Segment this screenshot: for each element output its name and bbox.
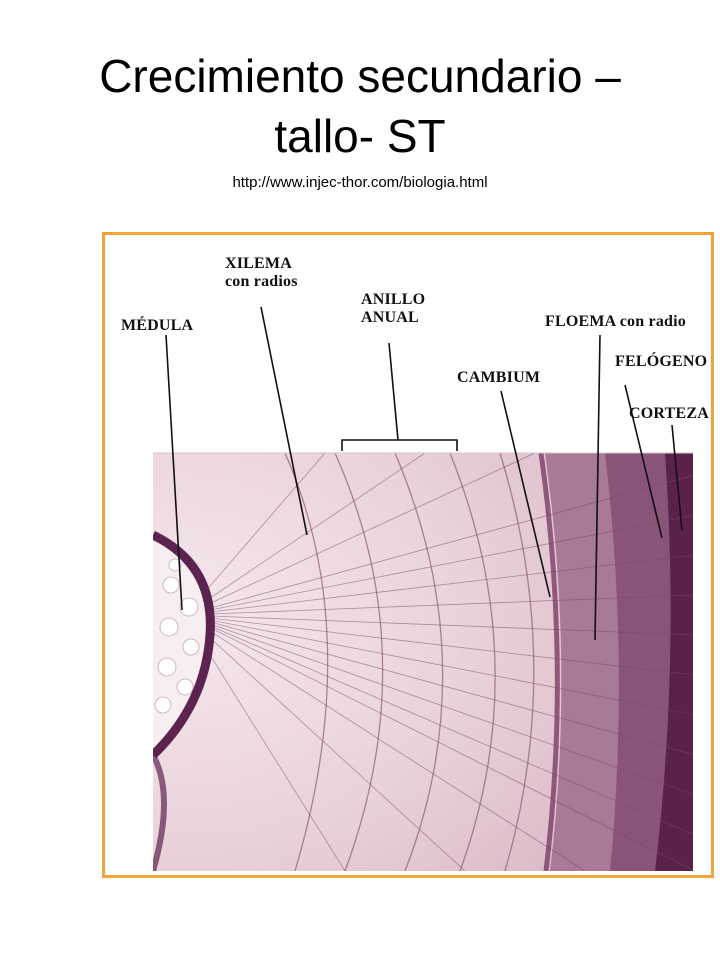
- cambium-band: [538, 453, 560, 871]
- label-cambium: CAMBIUM: [457, 369, 541, 386]
- label-felogeno: FELÓGENO: [615, 353, 708, 370]
- stem-cross-section-figure: XILEMA con radios MÉDULA ANILLO ANUAL CA…: [102, 232, 714, 878]
- leader-medula: [165, 334, 183, 611]
- title-line-1: Crecimiento secundario –: [99, 50, 621, 102]
- label-floema: FLOEMA con radio: [545, 313, 686, 330]
- leader-lines: [165, 306, 683, 641]
- leader-corteza: [671, 424, 683, 531]
- label-xilema: XILEMA con radios: [225, 255, 298, 290]
- label-medula: MÉDULA: [121, 317, 194, 334]
- leader-xilema: [260, 306, 308, 536]
- pith-border: [153, 530, 215, 759]
- pith-cells: [154, 558, 200, 714]
- source-url: http://www.injec-thor.com/biologia.html: [232, 174, 488, 191]
- annual-ring-bracket: [341, 439, 458, 451]
- cortex-tissue: [655, 453, 693, 871]
- label-corteza: CORTEZA: [629, 405, 709, 422]
- annual-rings: [284, 453, 535, 871]
- medullary-rays: [184, 453, 693, 871]
- micrograph-illustration: [153, 306, 693, 871]
- leader-anillo: [388, 342, 399, 441]
- slide-title: Crecimiento secundario – tallo- ST: [0, 46, 720, 166]
- tissue-section: [153, 453, 693, 871]
- label-anillo-anual: ANILLO ANUAL: [361, 291, 426, 326]
- leader-cambium: [500, 390, 551, 598]
- leader-felogeno: [624, 384, 663, 539]
- title-line-2: tallo- ST: [274, 110, 446, 162]
- leader-floema: [594, 334, 601, 641]
